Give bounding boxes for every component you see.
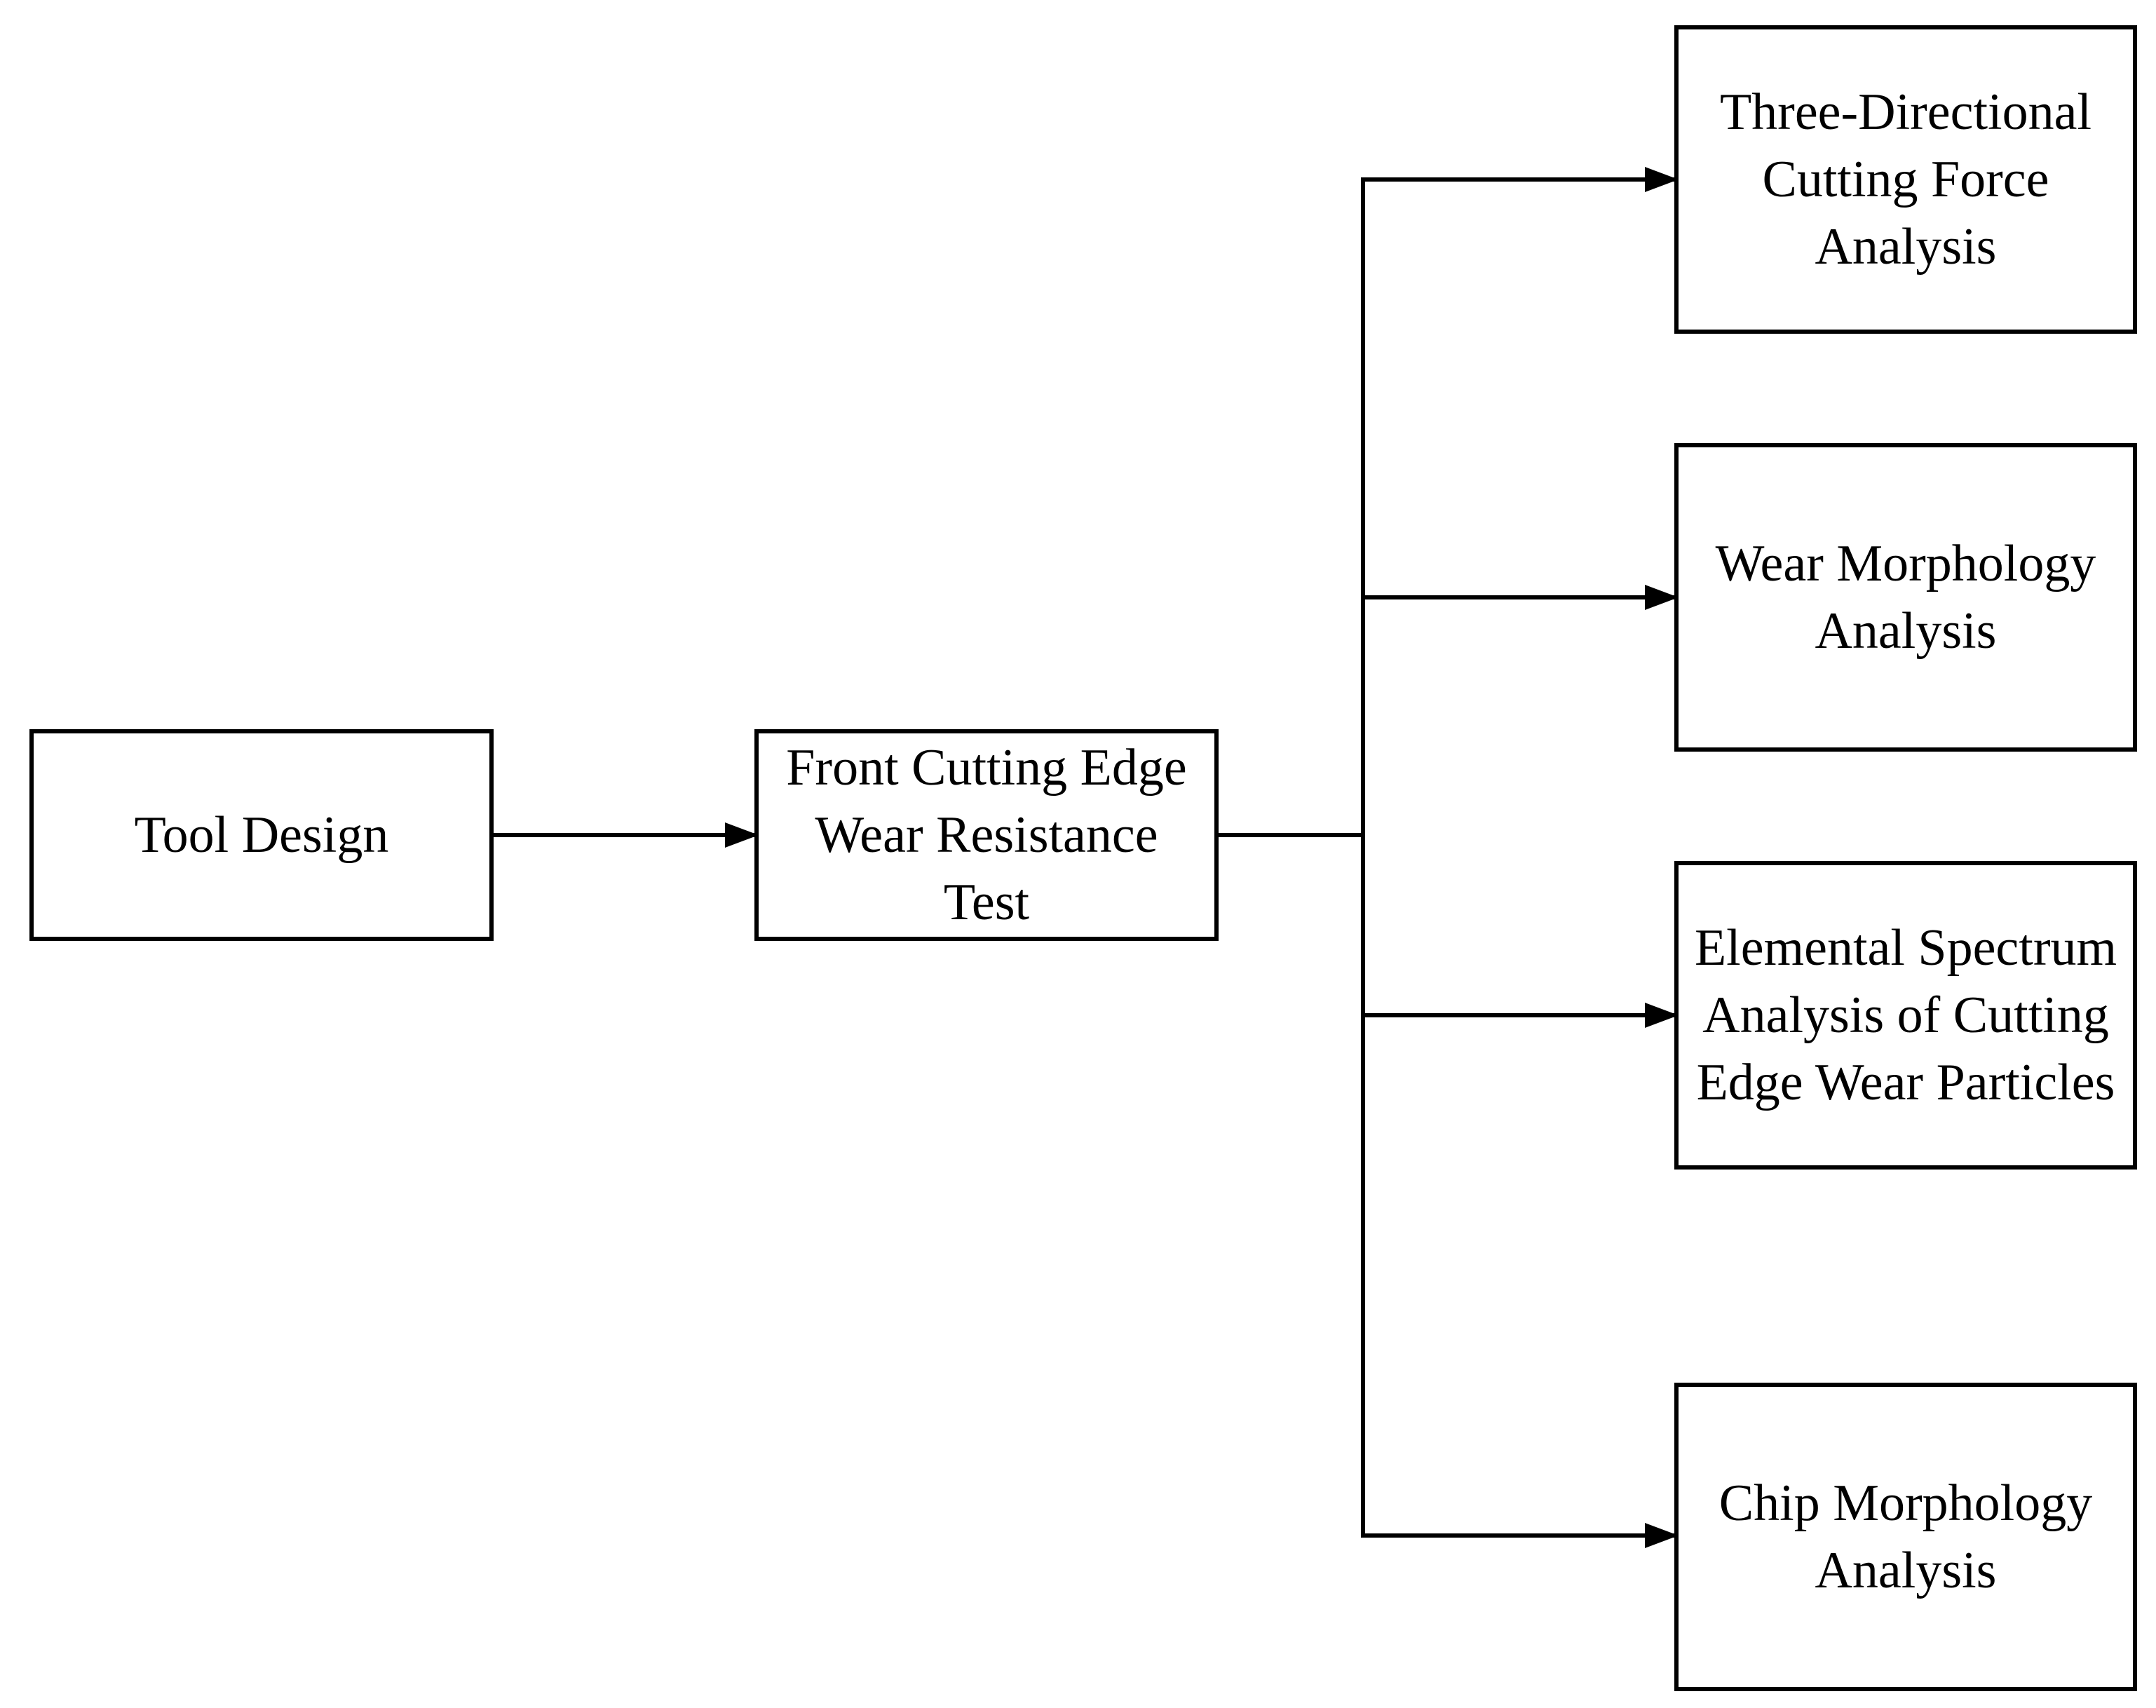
node-elemental-spectrum-analysis: Elemental Spectrum Analysis of Cutting E… <box>1674 861 2137 1170</box>
node-wear-morphology-analysis-label: Wear Morphology Analysis <box>1715 535 2096 660</box>
node-tool-design-label: Tool Design <box>134 806 389 864</box>
node-wear-morphology-analysis: Wear Morphology Analysis <box>1674 443 2137 752</box>
node-tool-design: Tool Design <box>29 729 494 941</box>
node-chip-morphology-analysis: Chip Morphology Analysis <box>1674 1383 2137 1691</box>
node-cutting-force-analysis: Three-Directional Cutting Force Analysis <box>1674 25 2137 334</box>
node-wear-resistance-test-label: Front Cutting Edge Wear Resistance Test <box>786 739 1187 931</box>
node-wear-resistance-test: Front Cutting Edge Wear Resistance Test <box>754 729 1219 941</box>
node-cutting-force-analysis-label: Three-Directional Cutting Force Analysis <box>1719 83 2092 276</box>
node-chip-morphology-analysis-label: Chip Morphology Analysis <box>1718 1475 2093 1599</box>
node-elemental-spectrum-analysis-label: Elemental Spectrum Analysis of Cutting E… <box>1694 919 2117 1111</box>
